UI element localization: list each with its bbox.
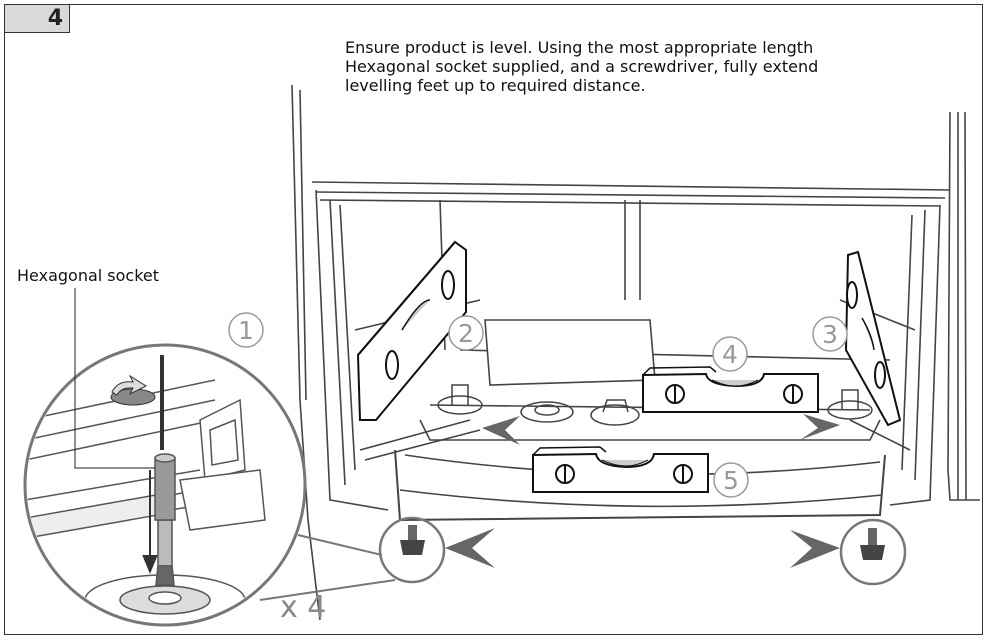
marker-number: 3 <box>822 320 838 349</box>
step-badge: 4 <box>4 4 70 33</box>
marker-3: 3 <box>812 316 848 352</box>
instruction-line: levelling feet up to required distance. <box>345 76 646 95</box>
instruction-text: Ensure product is level. Using the most … <box>345 38 925 95</box>
spirit-level-icon <box>642 366 819 413</box>
marker-4: 4 <box>712 336 748 372</box>
spirit-level-icon <box>532 446 709 493</box>
marker-number: 5 <box>723 466 739 495</box>
marker-number: 4 <box>722 340 738 369</box>
spirit-level-icon <box>356 240 467 421</box>
spirit-level-icon <box>844 250 902 427</box>
arrow-left-icon <box>445 528 495 568</box>
marker-2: 2 <box>448 315 484 351</box>
socket-pointer-line <box>74 288 155 469</box>
spray-arm-hubs <box>437 384 873 426</box>
hexagonal-socket-label: Hexagonal socket <box>17 266 160 285</box>
quantity-label: x 4 <box>280 590 326 625</box>
levelling-foot-icon <box>378 516 907 586</box>
instruction-line: Ensure product is level. Using the most … <box>345 38 814 57</box>
instruction-line: Hexagonal socket supplied, and a screwdr… <box>345 57 819 76</box>
arrow-right-icon <box>800 414 840 440</box>
page-frame <box>4 4 983 635</box>
step-number: 4 <box>47 6 63 31</box>
marker-5: 5 <box>713 462 749 498</box>
detail-magnifier <box>23 343 307 627</box>
rotate-icon <box>110 374 156 406</box>
arrow-right-icon <box>790 530 840 568</box>
detail-connector <box>259 534 396 601</box>
arrow-left-icon <box>482 416 520 445</box>
marker-1: 1 <box>228 312 264 348</box>
marker-number: 1 <box>238 316 254 345</box>
cabinet-frame <box>291 84 980 621</box>
marker-number: 2 <box>458 319 474 348</box>
